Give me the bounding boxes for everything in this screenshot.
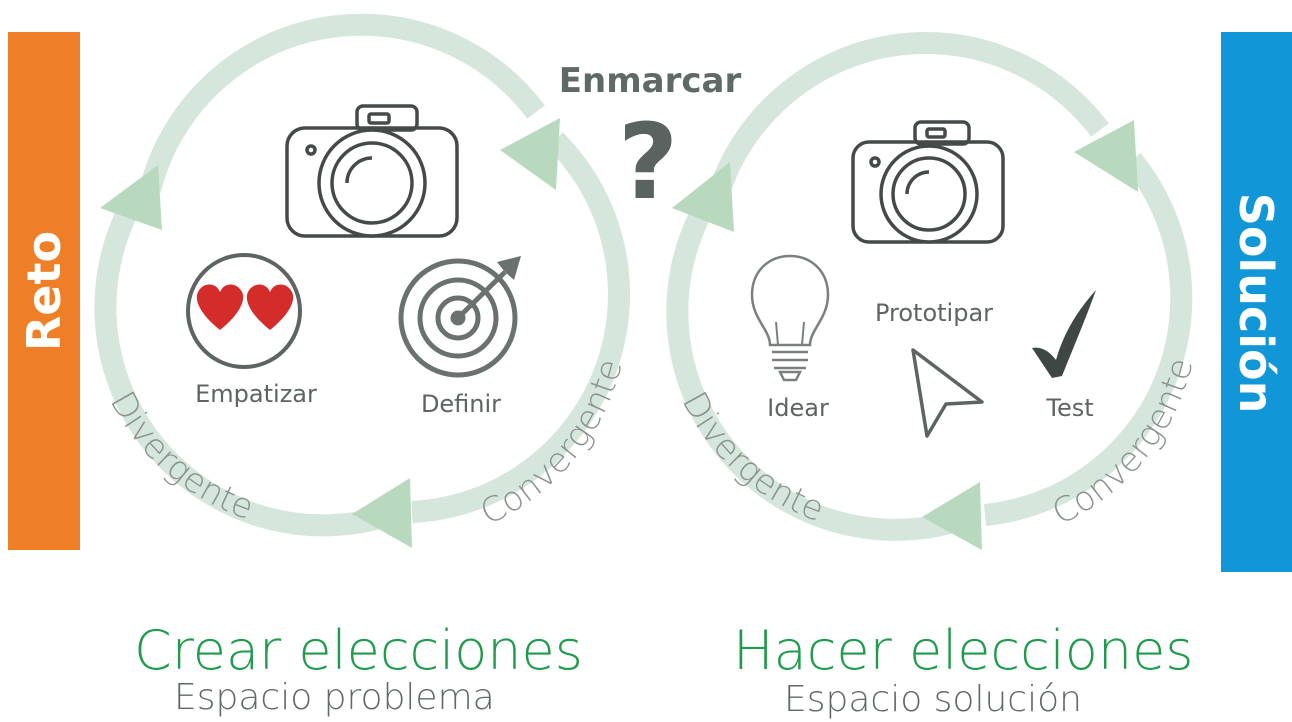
- camera-icon: [851, 120, 1005, 244]
- right-cycle: [666, 32, 1193, 550]
- convergente-left-text: Convergente: [474, 355, 631, 534]
- right-cycle-arrow-top: [1074, 120, 1138, 192]
- espacio-solucion-caption: Espacio solución: [784, 679, 1082, 720]
- convergente-right-text: Convergente: [1046, 354, 1202, 533]
- right-cycle-arrow-left: [672, 162, 734, 232]
- left-cycle-arrow-top: [500, 118, 560, 190]
- crear-elecciones-caption: Crear elecciones: [134, 619, 583, 682]
- idear-label: Idear: [767, 394, 829, 422]
- empatizar-label: Empatizar: [195, 380, 317, 408]
- test-label: Test: [1045, 394, 1093, 422]
- left-cycle-arrow-bottom: [352, 478, 412, 548]
- prototipar-label: Prototipar: [875, 299, 993, 327]
- reto-label: Reto: [17, 231, 71, 351]
- reto-bar: [8, 32, 80, 550]
- definir-label: Definir: [421, 390, 501, 418]
- solucion-label: Solución: [1229, 193, 1283, 414]
- hacer-elecciones-caption: Hacer elecciones: [733, 619, 1194, 682]
- convergente-left-label: Convergente: [474, 355, 631, 534]
- solucion-bar: [1221, 32, 1292, 572]
- check-icon: [1032, 290, 1096, 378]
- right-cycle-arrow-bottom: [922, 482, 982, 550]
- left-cycle-arrow-left: [100, 165, 162, 230]
- espacio-problema-caption: Espacio problema: [174, 677, 495, 718]
- convergente-right-label: Convergente: [1046, 354, 1202, 533]
- left-cycle: [94, 13, 630, 548]
- lightbulb-icon: [750, 254, 830, 382]
- question-mark: ?: [618, 101, 678, 223]
- enmarcar-title: Enmarcar: [559, 61, 742, 101]
- camera-icon: [285, 104, 459, 238]
- target-icon: [398, 256, 521, 378]
- cursor-icon: [911, 348, 984, 438]
- hearts-icon: [186, 253, 302, 369]
